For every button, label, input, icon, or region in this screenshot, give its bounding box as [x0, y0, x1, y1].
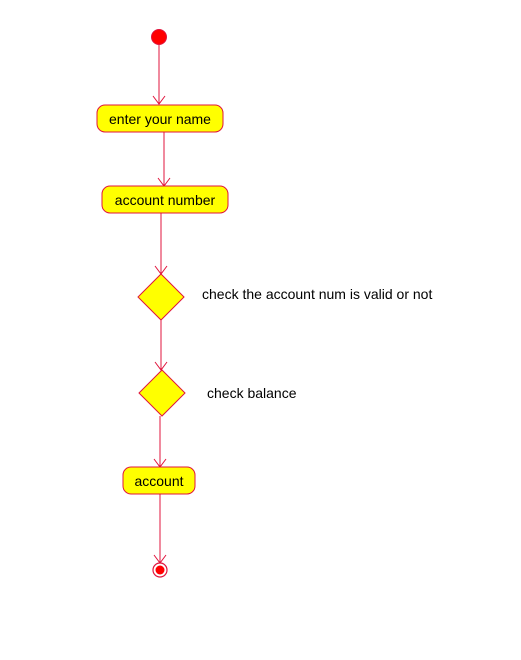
edge-check-balance-to-account — [153, 416, 167, 468]
action-account-label: account — [134, 473, 183, 489]
edge-check-account-to-check-balance — [154, 320, 168, 371]
decision-check-account: check the account num is valid or not — [137, 273, 432, 321]
action-enter-name-label: enter your name — [109, 111, 211, 127]
decision-check-account-label: check the account num is valid or not — [202, 286, 432, 302]
edge-start-to-enter-name — [152, 44, 166, 105]
decision-check-balance: check balance — [138, 369, 297, 417]
initial-node — [151, 29, 167, 45]
action-account: account — [122, 466, 196, 495]
final-node — [152, 562, 168, 578]
edge-account-number-to-check-account — [154, 213, 168, 275]
edge-enter-name-to-account-number — [157, 132, 171, 187]
edge-account-to-end — [153, 494, 167, 564]
action-account-number: account number — [101, 185, 229, 214]
decision-check-balance-label: check balance — [207, 385, 297, 401]
action-enter-name: enter your name — [96, 104, 224, 133]
action-account-number-label: account number — [115, 192, 216, 208]
